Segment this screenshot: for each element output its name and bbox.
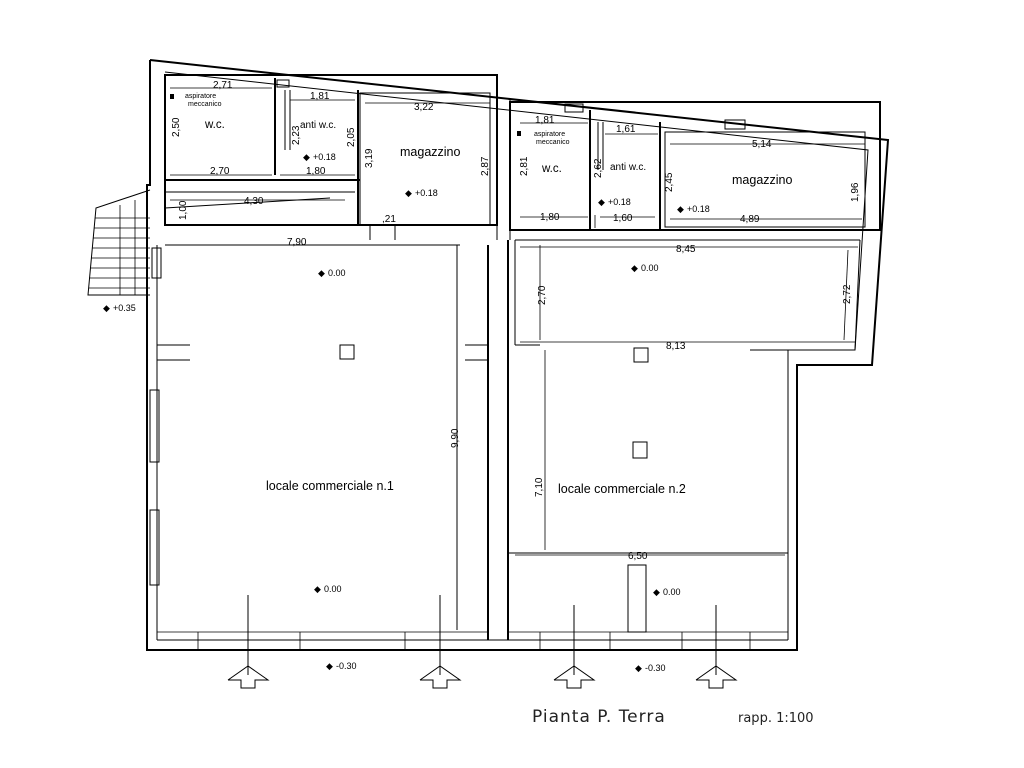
svg-text:2,71: 2,71 bbox=[213, 80, 233, 91]
svg-text:1,60: 1,60 bbox=[613, 213, 633, 224]
svg-text:◆: ◆ bbox=[326, 661, 333, 671]
svg-text:2,70: 2,70 bbox=[537, 285, 548, 305]
svg-text:1,80: 1,80 bbox=[540, 212, 560, 223]
level-anti-wc-2: +0.18 bbox=[608, 197, 631, 207]
level-shop-2-top: 0.00 bbox=[641, 263, 659, 273]
level-magazzino-1: +0.18 bbox=[415, 188, 438, 198]
svg-text:2,62: 2,62 bbox=[593, 158, 604, 178]
aspirator-label-2b: meccanico bbox=[536, 139, 570, 146]
svg-text:1,96: 1,96 bbox=[850, 182, 861, 202]
level-stairs: +0.35 bbox=[113, 303, 136, 313]
party-wall bbox=[487, 100, 511, 640]
svg-text:◆: ◆ bbox=[677, 204, 684, 214]
unit1-interior bbox=[157, 245, 488, 630]
svg-text:2,50: 2,50 bbox=[171, 117, 182, 137]
aspirator-label-1b: meccanico bbox=[188, 101, 222, 108]
svg-text:4,30: 4,30 bbox=[244, 196, 264, 207]
room-label-wc-2: w.c. bbox=[541, 163, 562, 175]
svg-text:2,87: 2,87 bbox=[480, 156, 491, 176]
svg-text:◆: ◆ bbox=[631, 263, 638, 273]
room-label-anti-wc-1: anti w.c. bbox=[300, 120, 336, 131]
svg-text:1,80: 1,80 bbox=[306, 166, 326, 177]
room-label-wc-1: w.c. bbox=[204, 119, 225, 131]
svg-text:7,90: 7,90 bbox=[287, 237, 307, 248]
svg-text:1,61: 1,61 bbox=[616, 124, 636, 135]
dimension-lines bbox=[170, 87, 865, 556]
room-label-anti-wc-2: anti w.c. bbox=[610, 162, 646, 173]
svg-text:7,10: 7,10 bbox=[534, 477, 545, 497]
level-magazzino-2: +0.18 bbox=[687, 204, 710, 214]
level-exterior-right: -0.30 bbox=[645, 663, 666, 673]
svg-text:2,70: 2,70 bbox=[210, 166, 230, 177]
svg-text:3,19: 3,19 bbox=[364, 148, 375, 168]
svg-text:6,50: 6,50 bbox=[628, 551, 648, 562]
svg-text:9,90: 9,90 bbox=[450, 428, 461, 448]
pillar-1 bbox=[339, 344, 355, 360]
svg-text:2,81: 2,81 bbox=[519, 156, 530, 176]
stairs bbox=[87, 189, 151, 296]
svg-text:1,00: 1,00 bbox=[178, 200, 189, 220]
level-shop-2-bottom: 0.00 bbox=[663, 587, 681, 597]
level-shop-1-top: 0.00 bbox=[328, 268, 346, 278]
level-markers: ◆+0.18 ◆+0.18 ◆+0.18 ◆+0.18 ◆0.00 ◆0.00 … bbox=[103, 152, 710, 673]
svg-text:◆: ◆ bbox=[303, 152, 310, 162]
room-label-shop-2: locale commerciale n.2 bbox=[558, 482, 686, 496]
room-label-magazzino-1: magazzino bbox=[400, 145, 460, 159]
svg-text:,21: ,21 bbox=[382, 214, 396, 225]
drawing-title: Pianta P. Terra bbox=[532, 707, 666, 727]
svg-text:◆: ◆ bbox=[653, 587, 660, 597]
unit2-interior bbox=[508, 239, 861, 633]
svg-text:5,14: 5,14 bbox=[752, 139, 772, 150]
svg-text:1,81: 1,81 bbox=[535, 115, 555, 126]
svg-text:2,05: 2,05 bbox=[346, 127, 357, 147]
svg-text:2,45: 2,45 bbox=[664, 172, 675, 192]
level-anti-wc-1: +0.18 bbox=[313, 152, 336, 162]
svg-text:◆: ◆ bbox=[635, 663, 642, 673]
room-label-magazzino-2: magazzino bbox=[732, 173, 792, 187]
dimension-labels-vertical: 2,50 2,23 2,05 3,19 2,87 1,00 9,90 2,81 … bbox=[171, 117, 861, 497]
room-label-shop-1: locale commerciale n.1 bbox=[266, 479, 394, 493]
svg-text:◆: ◆ bbox=[598, 197, 605, 207]
outer-walls bbox=[146, 59, 890, 651]
aspirator-label-1a: aspiratore bbox=[185, 93, 216, 100]
pillar-3 bbox=[632, 441, 648, 459]
svg-text:◆: ◆ bbox=[405, 188, 412, 198]
level-exterior-left: -0.30 bbox=[336, 661, 357, 671]
drawing-scale: rapp. 1:100 bbox=[738, 711, 814, 726]
svg-text:◆: ◆ bbox=[314, 584, 321, 594]
pillar-2 bbox=[633, 347, 649, 363]
dimension-labels: 2,71 1,81 3,22 2,70 1,80 4,30 ,21 7,90 1… bbox=[210, 80, 772, 562]
level-shop-1-bottom: 0.00 bbox=[324, 584, 342, 594]
svg-text:◆: ◆ bbox=[103, 303, 110, 313]
svg-text:2,23: 2,23 bbox=[291, 125, 302, 145]
svg-text:8,13: 8,13 bbox=[666, 341, 686, 352]
aspirator-label-2a: aspiratore bbox=[534, 131, 565, 138]
svg-text:4,89: 4,89 bbox=[740, 214, 760, 225]
entrance-arrows bbox=[227, 595, 738, 689]
svg-text:2,72: 2,72 bbox=[842, 284, 853, 304]
svg-text:3,22: 3,22 bbox=[414, 102, 434, 113]
svg-text:1,81: 1,81 bbox=[310, 91, 330, 102]
left-wall-windows bbox=[149, 247, 162, 586]
svg-text:◆: ◆ bbox=[318, 268, 325, 278]
svg-text:8,45: 8,45 bbox=[676, 244, 696, 255]
